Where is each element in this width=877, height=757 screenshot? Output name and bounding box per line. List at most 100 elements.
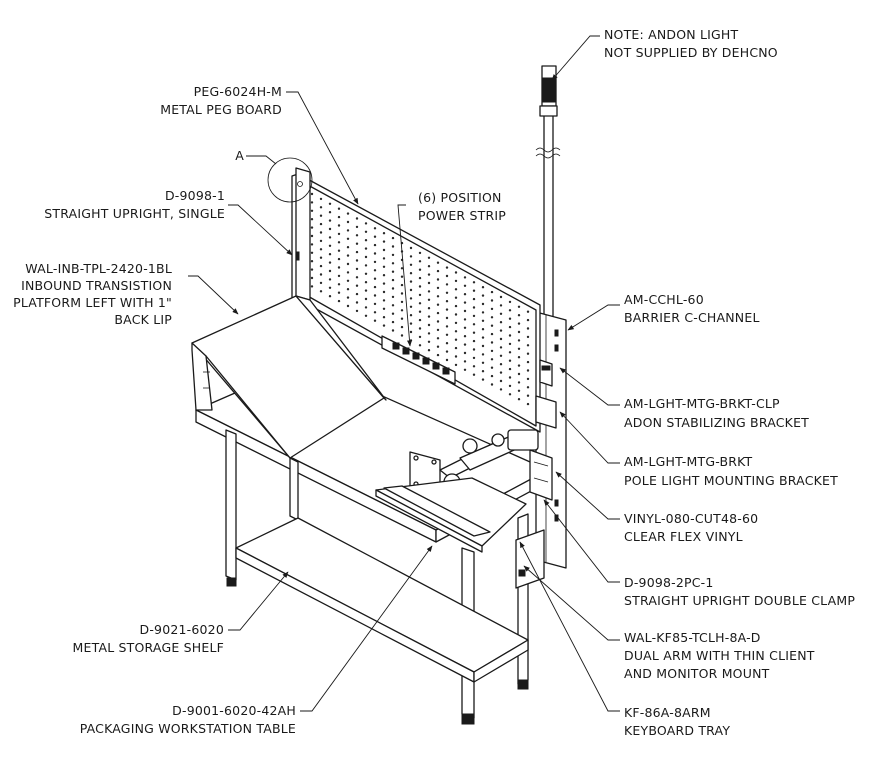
peg-hole [373, 285, 377, 289]
peg-hole [472, 339, 476, 343]
peg-hole [346, 279, 350, 282]
peg-hole [499, 354, 503, 357]
peg-hole [310, 243, 314, 246]
peg-hole [328, 244, 332, 247]
peg-hole [319, 206, 323, 209]
peg-hole [355, 242, 359, 245]
peg-hole [481, 319, 485, 322]
peg-hole [346, 212, 350, 215]
peg-hole [508, 317, 512, 320]
peg-hole [490, 307, 494, 311]
peg-hole [409, 297, 413, 300]
peg-hole [508, 384, 512, 388]
peg-hole [526, 377, 530, 381]
peg-hole [319, 256, 323, 259]
peg-hole [400, 300, 404, 304]
peg-hole [481, 378, 485, 381]
peg-hole [346, 288, 350, 291]
peg-hole [391, 295, 395, 299]
peg-board [299, 174, 541, 433]
peg-hole [445, 266, 449, 269]
dual-arm-desc-1: DUAL ARM WITH THIN CLIENT [624, 648, 815, 663]
peg-hole [499, 363, 503, 366]
peg-hole [472, 331, 476, 334]
peg-hole [445, 350, 449, 353]
peg-hole [409, 263, 413, 266]
peg-hole [355, 267, 359, 271]
peg-hole [391, 262, 395, 265]
peg-hole [517, 381, 521, 384]
peg-hole [391, 287, 395, 290]
peg-hole [472, 281, 476, 284]
peg-hole [508, 309, 512, 312]
peg-hole [373, 227, 377, 230]
peg-hole [445, 358, 449, 362]
peg-hole [373, 260, 377, 264]
peg-hole [427, 281, 431, 285]
peg-hole [418, 310, 422, 313]
peg-hole [454, 321, 458, 325]
peg-hole [490, 290, 494, 294]
peg-hole [355, 276, 359, 279]
peg-hole [346, 262, 350, 266]
peg-hole [463, 335, 467, 338]
peg-hole [508, 351, 512, 354]
peg-hole [436, 286, 440, 290]
peg-hole [526, 344, 530, 347]
peg-hole [328, 253, 332, 256]
stabilizing-bracket [535, 359, 557, 429]
peg-hole [454, 279, 458, 283]
peg-hole [391, 329, 395, 332]
peg-hole [364, 289, 368, 292]
peg-hole [499, 295, 503, 299]
peg-hole [409, 305, 413, 308]
platform-part: WAL-INB-TPL-2420-1BL [25, 261, 172, 276]
transition-platform [191, 295, 387, 459]
peg-hole [463, 284, 467, 287]
peg-hole [337, 249, 341, 252]
power-strip [381, 335, 456, 385]
peg-hole [427, 265, 431, 268]
peg-hole [373, 311, 377, 314]
peg-hole [373, 252, 377, 255]
peg-hole [427, 323, 431, 327]
peg-hole [472, 323, 476, 326]
peg-hole [508, 325, 512, 329]
peg-hole [364, 230, 368, 233]
peg-hole [346, 296, 350, 299]
peg-hole [400, 334, 404, 337]
peg-hole [472, 289, 476, 292]
detail-a-label: A [235, 148, 244, 163]
peg-hole [418, 260, 422, 263]
peg-hole [391, 320, 395, 324]
stabilizing-desc: ADON STABILIZING BRACKET [624, 415, 809, 430]
peg-hole [418, 268, 422, 271]
monitor-arm [409, 429, 553, 501]
peg-hole [526, 335, 530, 339]
peg-hole [328, 269, 332, 273]
peg-hole [490, 341, 494, 344]
peg-hole [436, 295, 440, 298]
peg-hole [445, 333, 449, 336]
peg-hole [463, 343, 467, 346]
peg-hole [355, 234, 359, 237]
peg-hole [310, 285, 314, 288]
note-line-1: NOTE: ANDON LIGHT [604, 27, 739, 42]
peg-hole [472, 365, 476, 368]
peg-hole [454, 355, 458, 358]
peg-hole [463, 368, 467, 371]
peg-hole [391, 304, 395, 307]
keyboard-tray-part: KF-86A-8ARM [624, 705, 711, 720]
peg-hole [346, 246, 350, 249]
peg-hole [409, 330, 413, 334]
peg-hole [499, 321, 503, 324]
peg-hole [508, 393, 512, 396]
peg-hole [499, 304, 503, 307]
peg-hole [346, 271, 350, 274]
peg-hole [526, 327, 530, 330]
peg-hole [391, 278, 395, 282]
vinyl-desc: CLEAR FLEX VINYL [624, 529, 743, 544]
peg-hole [337, 207, 341, 210]
peg-hole [499, 379, 503, 383]
peg-hole [418, 293, 422, 297]
